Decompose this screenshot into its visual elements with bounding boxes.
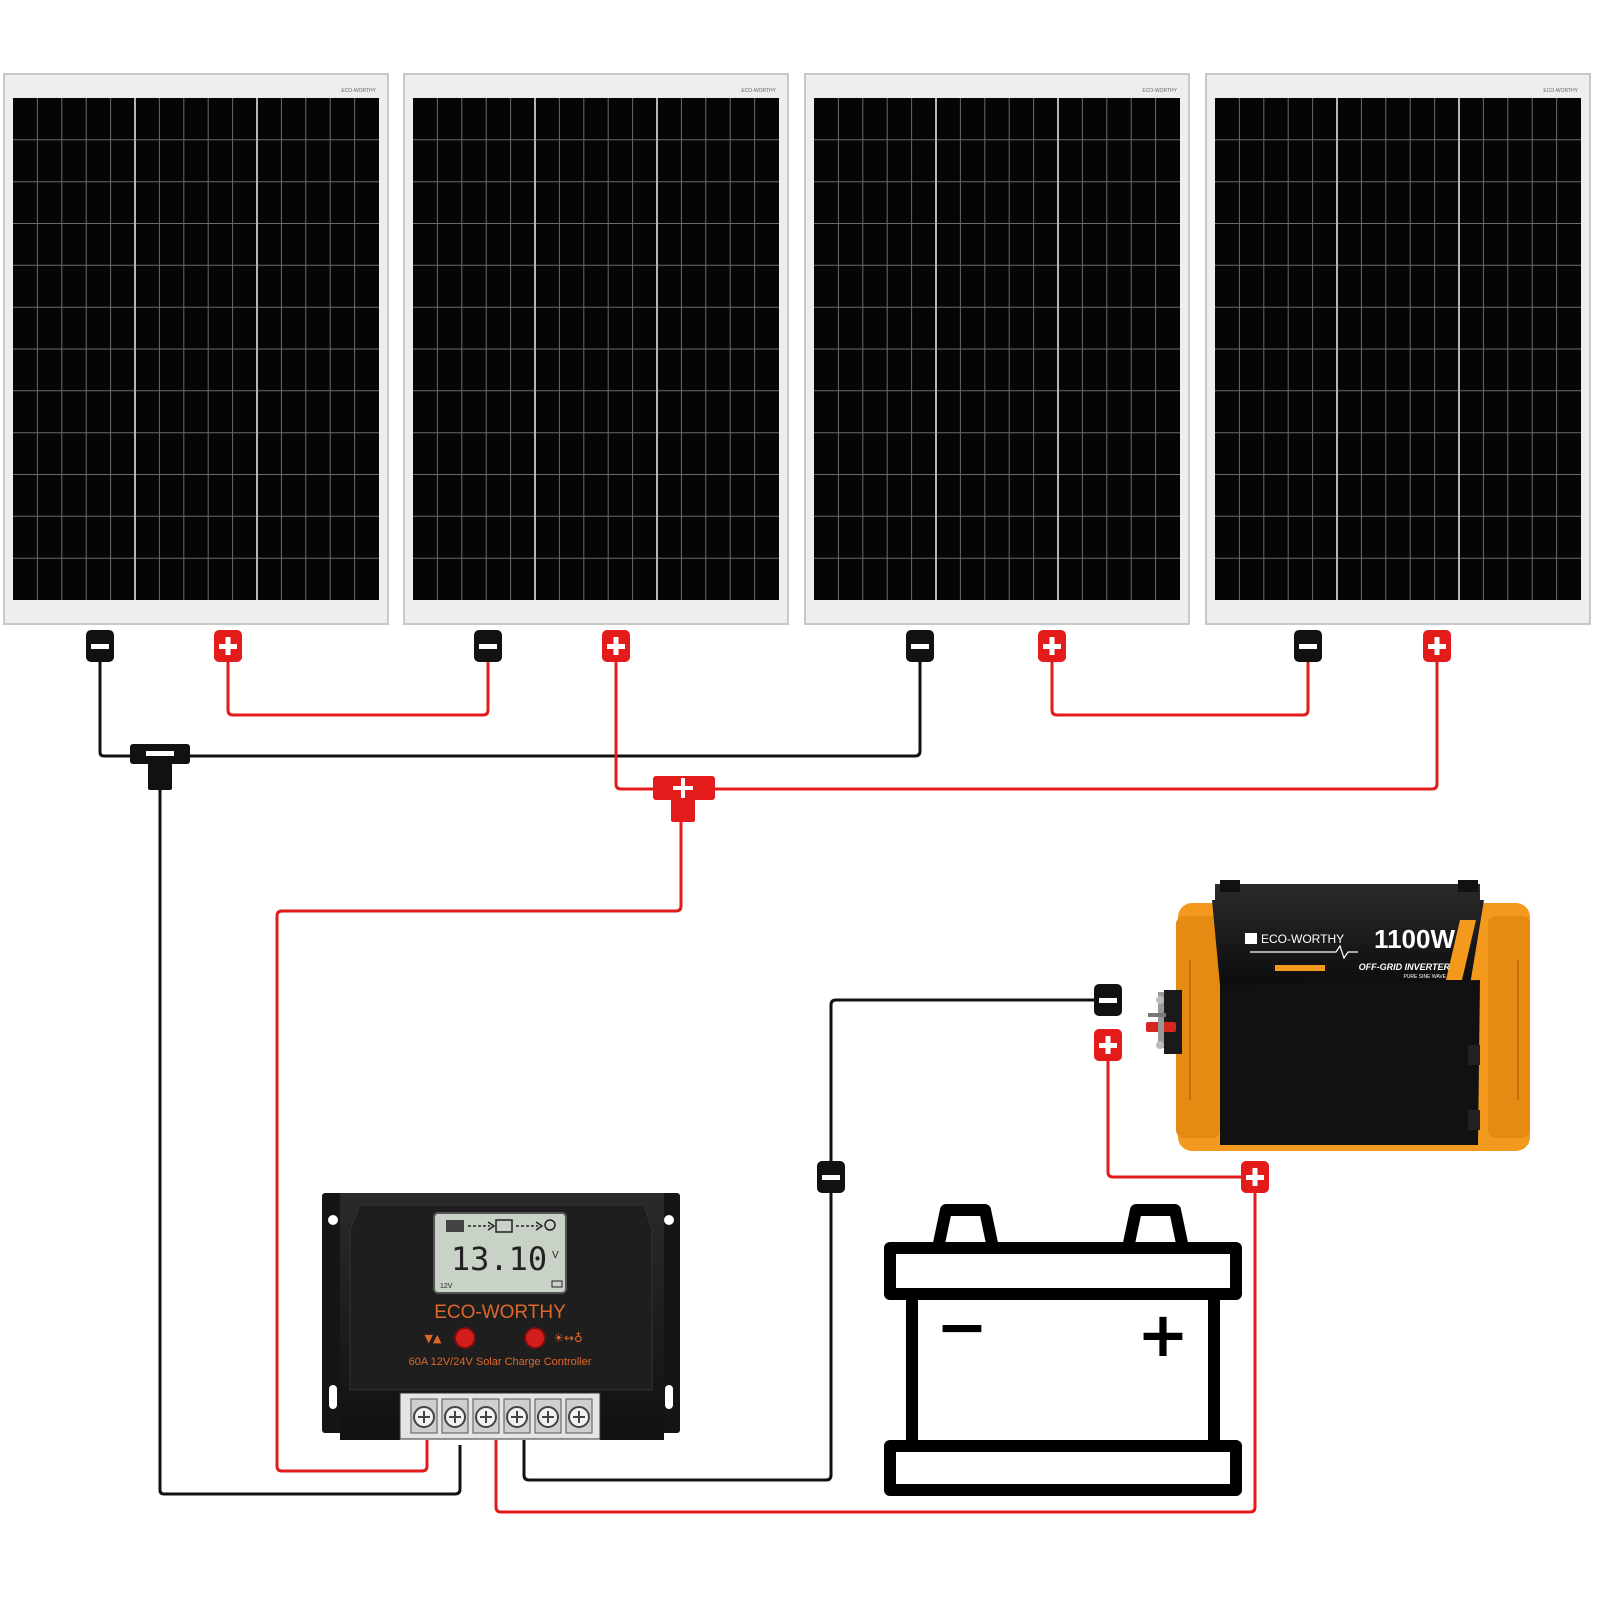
battery-negative-symbol: −	[936, 1290, 988, 1363]
negative-bus-wire	[98, 648, 922, 758]
terminal-screw-6[interactable]	[565, 1398, 593, 1434]
cell-grid	[814, 98, 1180, 600]
busbar-lines	[935, 98, 1059, 600]
controller-brand: ECO-WORTHY	[434, 1302, 566, 1323]
busbar-lines	[534, 98, 658, 600]
battery-level-icon	[551, 1280, 563, 1288]
panel-brand-label: ECO-WORTHY	[1543, 88, 1578, 94]
battery-top-lid	[884, 1242, 1242, 1300]
panel-1-positive-connector[interactable]	[214, 630, 242, 662]
panel-brand-label: ECO-WORTHY	[741, 88, 776, 94]
battery-positive-symbol: +	[1137, 1298, 1189, 1371]
busbar-lines	[134, 98, 258, 600]
battery-body	[906, 1288, 1220, 1452]
bulb-icon	[544, 1219, 556, 1231]
arrow-head-icon	[487, 1221, 496, 1231]
solar-panel-2: ECO-WORTHY	[403, 73, 789, 625]
inverter-top-cover	[1212, 884, 1484, 985]
cell-grid	[13, 98, 379, 600]
panel-3-negative-connector[interactable]	[906, 630, 934, 662]
minus-icon	[91, 644, 109, 649]
sine-wave-icon	[1250, 944, 1358, 960]
inverter-front-panel	[1220, 980, 1480, 1145]
battery	[884, 1204, 1242, 1496]
battery-base	[884, 1440, 1242, 1496]
solar-panel-icon	[446, 1220, 464, 1232]
lcd-status-icons	[446, 1219, 556, 1233]
panel-brand-label: ECO-WORTHY	[341, 88, 376, 94]
solar-charge-controller: 13.10 V 12V ECO-WORTHY ▼▲ ☀↔♁ 60A 12V/24…	[322, 1193, 680, 1440]
terminal-screw-1[interactable]	[410, 1398, 438, 1434]
panel-2-negative-connector[interactable]	[474, 630, 502, 662]
positive-bus-wire	[614, 648, 1439, 791]
jumper-wire-panel3-panel4	[1050, 648, 1310, 717]
panel-2-positive-connector[interactable]	[602, 630, 630, 662]
inverter-subtype-label: PURE SINE WAVE	[1403, 974, 1446, 980]
brand-logo-icon	[1245, 933, 1257, 944]
positive-controller-to-battery-wire	[494, 1178, 1257, 1514]
panel-4-negative-connector[interactable]	[1294, 630, 1322, 662]
inverter-type-label: OFF-GRID INVERTER	[1359, 962, 1451, 972]
minus-icon	[822, 1175, 840, 1180]
minus-icon	[911, 644, 929, 649]
inverter-power-rating: 1100W	[1374, 924, 1455, 954]
battery-icon	[495, 1219, 513, 1233]
menu-button[interactable]	[454, 1327, 476, 1349]
solar-panel-4: ECO-WORTHY	[1205, 73, 1591, 625]
load-light-icon: ☀↔♁	[553, 1331, 583, 1345]
terminal-screw-5[interactable]	[534, 1398, 562, 1434]
inverter-positive-connector[interactable]	[1094, 1029, 1122, 1061]
panel-4-positive-connector[interactable]	[1423, 630, 1451, 662]
positive-branch-connector[interactable]	[653, 776, 715, 822]
positive-pv-to-controller-wire	[275, 820, 683, 1473]
load-button[interactable]	[524, 1327, 546, 1349]
lcd-voltage-readout: 13.10	[451, 1240, 547, 1278]
terminal-screw-2[interactable]	[441, 1398, 469, 1434]
panel-brand-label: ECO-WORTHY	[1142, 88, 1177, 94]
solar-panel-1: ECO-WORTHY	[3, 73, 389, 625]
panel-3-positive-connector[interactable]	[1038, 630, 1066, 662]
inverter-negative-connector[interactable]	[1094, 984, 1122, 1016]
inverter: ECO-WORTHY 1100W OFF-GRID INVERTER PURE …	[1146, 880, 1530, 1151]
solar-panel-3: ECO-WORTHY	[804, 73, 1190, 625]
cell-grid	[1215, 98, 1581, 600]
connectors	[86, 630, 1451, 1193]
minus-icon	[479, 644, 497, 649]
jumper-wire-panel1-panel2	[226, 648, 490, 717]
minus-icon	[1099, 998, 1117, 1003]
wiring	[98, 648, 1439, 1514]
lcd-system-voltage: 12V	[440, 1283, 453, 1290]
negative-controller-to-inverter-wire	[522, 998, 1108, 1482]
cell-grid	[413, 98, 779, 600]
solar-panel-array: ECO-WORTHY ECO-WORTHY ECO-WORTHY ECO-WORTHY	[3, 73, 1591, 625]
up-down-icon: ▼▲	[425, 1332, 442, 1345]
lcd-voltage-unit: V	[552, 1250, 559, 1261]
battery-negative-connector[interactable]	[817, 1161, 845, 1193]
terminal-screw-3[interactable]	[472, 1398, 500, 1434]
arrow-head-icon	[535, 1221, 544, 1231]
battery-positive-connector[interactable]	[1241, 1161, 1269, 1193]
positive-inverter-to-battery-wire	[1106, 1055, 1255, 1179]
negative-branch-connector[interactable]	[130, 744, 190, 790]
battery-positive-post	[1122, 1204, 1189, 1250]
panel-1-negative-connector[interactable]	[86, 630, 114, 662]
terminal-screw-4[interactable]	[503, 1398, 531, 1434]
controller-model-label: 60A 12V/24V Solar Charge Controller	[409, 1356, 592, 1368]
busbar-lines	[1336, 98, 1460, 600]
minus-icon	[1299, 644, 1317, 649]
lcd-display	[433, 1212, 567, 1294]
inverter-brand: ECO-WORTHY	[1261, 932, 1344, 946]
battery-negative-post	[932, 1204, 999, 1250]
negative-pv-to-controller-wire	[158, 790, 462, 1496]
